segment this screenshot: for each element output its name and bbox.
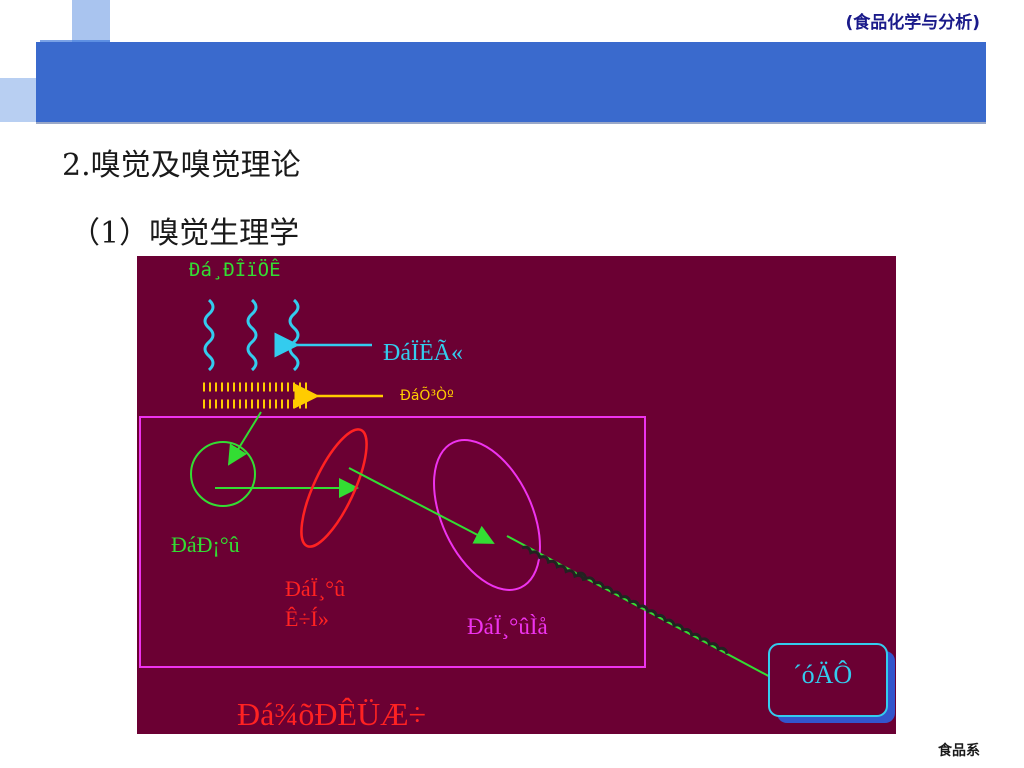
- footer-dept: 食品系: [938, 743, 980, 759]
- axon-label: ÐáÏ¸°ûÌå: [467, 614, 548, 639]
- cilium-wave: [203, 298, 215, 372]
- deco-square: [72, 0, 110, 40]
- section-heading: 2.嗅觉及嗅觉理论: [62, 148, 301, 183]
- cell-label: ÐáÐ¡°û: [171, 532, 240, 557]
- nerve-fiber: [521, 545, 586, 582]
- receptor-cell-label: ÐáÏ¸°û: [285, 576, 346, 601]
- olfaction-diagram: Ðá¸ÐÎïÖÊ ÐáÏËÃ« ÐáÕ³Òº ÐáÐ¡°û ÐáÏ¸°û Ê÷Í…: [137, 256, 896, 734]
- banner-underline: [36, 122, 986, 124]
- bottom-label: Ðá¾õÐÊÜÆ÷: [237, 696, 427, 732]
- green-arrow: [506, 535, 819, 703]
- receptor-layer-label: ÐáÕ³Òº: [400, 388, 454, 404]
- green-arrow: [227, 411, 262, 466]
- diagram-graphics: [139, 298, 895, 723]
- cilia-label: Ðá¸ÐÎïÖÊ: [189, 259, 281, 281]
- section-subheading: （1）嗅觉生理学: [70, 216, 300, 251]
- deco-square: [0, 78, 36, 122]
- cilium-wave: [246, 298, 258, 372]
- mucus-label: ÐáÏËÃ«: [383, 340, 463, 366]
- green-arrow: [348, 467, 495, 544]
- title-banner: [36, 42, 986, 122]
- brain-box: [768, 643, 888, 717]
- brain-label: ´óÄÔ: [793, 660, 853, 689]
- course-title: (食品化学与分析): [845, 13, 980, 33]
- cilium-wave: [288, 298, 300, 372]
- olfactory-cell-circle: [190, 441, 256, 507]
- axon-ellipse: [433, 439, 541, 591]
- receptor-cell-ellipse: [300, 428, 368, 548]
- cell-region-box: [139, 416, 646, 668]
- receptor-cell-label-2: Ê÷Í»: [285, 606, 329, 631]
- nerve-fiber: [576, 571, 729, 655]
